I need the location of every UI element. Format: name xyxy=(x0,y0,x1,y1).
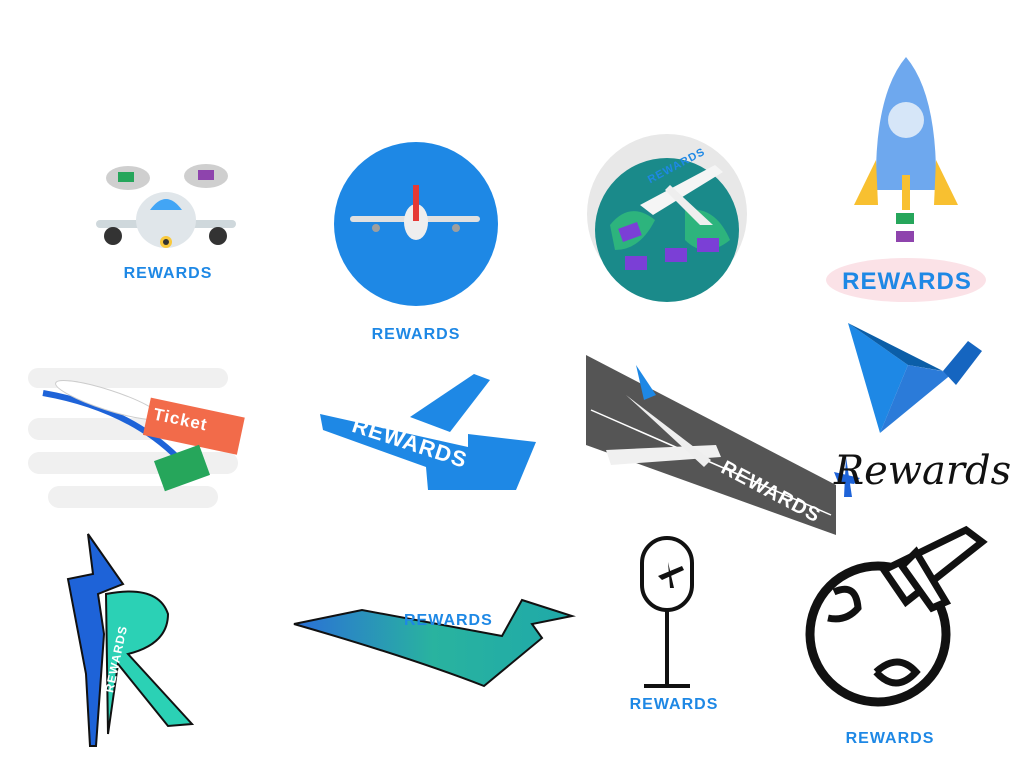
logo-runway: REWARDS xyxy=(586,355,836,535)
logo-plane-ticket: Ticket xyxy=(28,368,253,513)
logo-plane-silhouette: REWARDS xyxy=(318,372,540,494)
r-monogram-icon xyxy=(66,533,195,747)
airplane-over-globe-icon xyxy=(587,134,747,302)
plane-on-runway-icon xyxy=(586,355,836,535)
caption-rewards: REWARDS xyxy=(371,326,461,343)
gradient-swoosh-icon xyxy=(293,598,576,688)
logo-swoosh: REWARDS xyxy=(292,598,576,688)
logo-globe-plane: REWARDS xyxy=(805,522,992,748)
logo-r-monogram: REWARDS xyxy=(66,533,196,747)
logo-origami-bird xyxy=(848,315,986,433)
caption-rewards: REWARDS xyxy=(404,612,493,629)
origami-bird-icon xyxy=(848,323,982,433)
airplane-in-blue-circle-icon xyxy=(334,142,498,306)
logo-rocket: REWARDS xyxy=(826,55,988,302)
caption-rewards: REWARDS xyxy=(629,696,719,713)
logo-plane-circle: REWARDS xyxy=(332,140,500,350)
globe-with-plane-outline-icon xyxy=(805,525,988,707)
rocket-launch-icon xyxy=(826,57,986,302)
logo-plane-globe: REWARDS xyxy=(585,130,750,302)
airplane-front-with-cloud-cards-icon xyxy=(96,164,236,248)
logo-airport-sign: REWARDS xyxy=(622,534,726,718)
plane-with-ticket-and-card-icon xyxy=(28,368,245,508)
caption-script-rewards: Rewards xyxy=(834,448,1012,494)
caption-rewards: REWARDS xyxy=(842,268,972,295)
script-r-plane-icon xyxy=(834,457,860,497)
plane-silhouette-icon xyxy=(320,374,536,490)
caption-rewards: REWARDS xyxy=(845,730,935,747)
logo-script-wordmark: Rewards xyxy=(826,446,1011,510)
logo-plane-clouds: REWARDS xyxy=(88,150,248,290)
airport-signpost-icon xyxy=(640,536,694,688)
caption-rewards: REWARDS xyxy=(123,265,213,282)
